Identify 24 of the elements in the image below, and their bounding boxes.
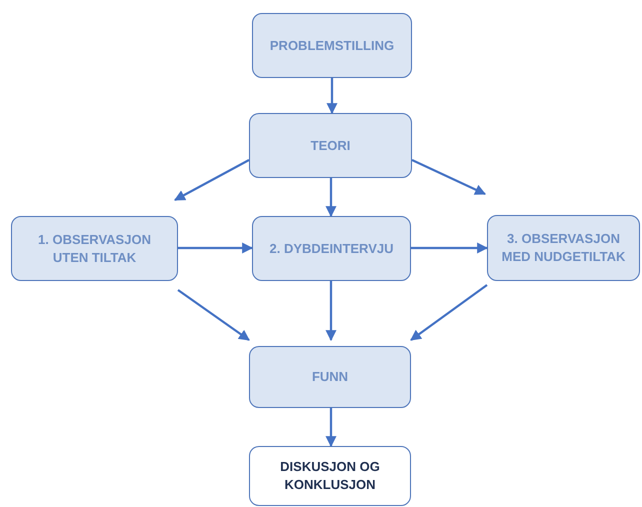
process-box <box>252 216 411 281</box>
box-label: 1. OBSERVASJON UTEN TILTAK <box>37 230 152 266</box>
process-box <box>249 446 411 506</box>
arrow <box>326 178 336 218</box>
arrow <box>412 159 486 195</box>
arrow <box>410 284 488 341</box>
box-label: 2. DYBDEINTERVJU <box>269 240 394 258</box>
arrow <box>411 242 488 254</box>
arrow <box>326 281 336 342</box>
box-label: DISKUSJON OG KONKLUSJON <box>279 458 381 494</box>
arrow <box>177 289 250 341</box>
box-label: FUNN <box>312 368 348 386</box>
arrow <box>326 408 336 448</box>
process-box <box>11 216 178 281</box>
process-box <box>252 13 412 78</box>
process-box <box>487 215 640 281</box>
arrow <box>178 242 254 254</box>
arrow <box>174 159 250 201</box>
box-label: TEORI <box>310 136 350 154</box>
process-box <box>249 346 411 408</box>
box-label: PROBLEMSTILLING <box>270 36 394 54</box>
box-label: 3. OBSERVASJON MED NUDGETILTAK <box>500 230 626 266</box>
arrow <box>326 78 338 114</box>
process-box <box>249 113 412 178</box>
